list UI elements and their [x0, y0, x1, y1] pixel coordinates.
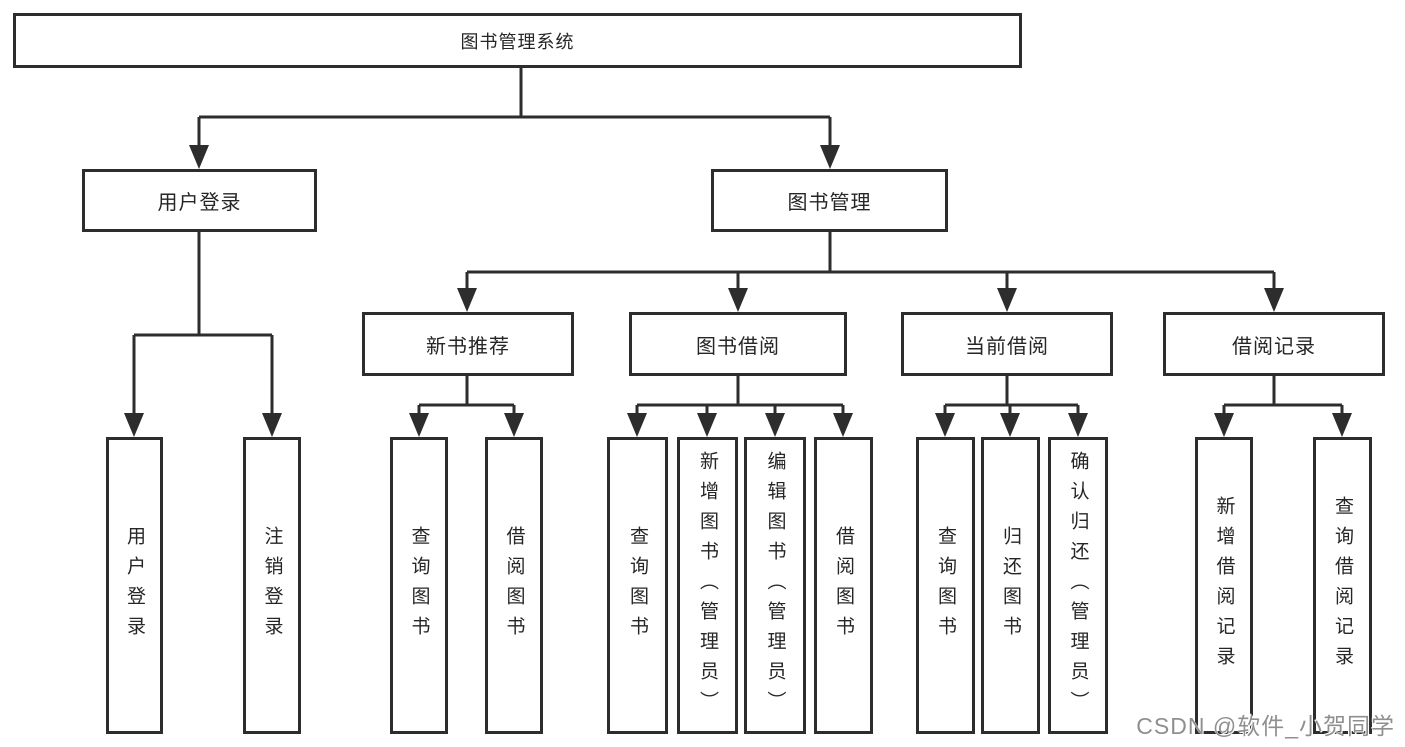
- leaf-borrow-books-recommend: 借阅图书: [485, 437, 543, 734]
- csdn-watermark: CSDN @软件_小贺同学: [1136, 713, 1395, 739]
- node-label: 图书管理系统: [460, 31, 575, 52]
- node-label: 当前借阅: [965, 335, 1049, 358]
- node-label: 新增借阅记录: [1213, 495, 1235, 676]
- node-label: 图书管理: [787, 192, 872, 214]
- leaf-edit-books-admin: 编辑图书（管理员）: [744, 437, 806, 734]
- node-label: 查询图书: [408, 525, 430, 646]
- node-label: 新增图书（管理员）: [697, 450, 718, 721]
- node-book-borrow: 图书借阅: [629, 312, 847, 376]
- node-label: 图书借阅: [696, 335, 780, 358]
- leaf-confirm-return-admin: 确认归还（管理员）: [1048, 437, 1108, 734]
- leaf-logout: 注销登录: [243, 437, 301, 734]
- node-label: 借阅记录: [1232, 335, 1316, 358]
- leaf-query-books-current: 查询图书: [916, 437, 975, 734]
- node-user-login: 用户登录: [82, 169, 317, 232]
- node-label: 新书推荐: [426, 335, 510, 358]
- node-label: 借阅图书: [503, 525, 525, 646]
- node-label: 借阅图书: [833, 525, 854, 646]
- node-new-book-recommend: 新书推荐: [362, 312, 574, 376]
- node-book-management: 图书管理: [711, 169, 948, 232]
- leaf-user-login: 用户登录: [106, 437, 163, 734]
- leaf-query-books-borrow: 查询图书: [607, 437, 668, 734]
- node-label: 用户登录: [157, 192, 242, 214]
- node-current-borrow: 当前借阅: [901, 312, 1113, 376]
- node-root-system: 图书管理系统: [13, 13, 1022, 68]
- leaf-return-books: 归还图书: [981, 437, 1040, 734]
- node-label: 注销登录: [261, 525, 283, 646]
- node-label: 查询借阅记录: [1332, 495, 1353, 676]
- node-label: 归还图书: [1000, 525, 1021, 646]
- leaf-add-books-admin: 新增图书（管理员）: [677, 437, 738, 734]
- node-label: 查询图书: [627, 525, 648, 646]
- leaf-query-borrow-record: 查询借阅记录: [1313, 437, 1372, 734]
- leaf-borrow-books: 借阅图书: [814, 437, 873, 734]
- node-label: 确认归还（管理员）: [1067, 450, 1089, 721]
- leaf-query-books-recommend: 查询图书: [390, 437, 448, 734]
- node-label: 查询图书: [935, 525, 956, 646]
- node-label: 用户登录: [124, 525, 145, 646]
- node-borrow-records: 借阅记录: [1163, 312, 1385, 376]
- leaf-add-borrow-record: 新增借阅记录: [1195, 437, 1253, 734]
- node-label: 编辑图书（管理员）: [764, 450, 786, 721]
